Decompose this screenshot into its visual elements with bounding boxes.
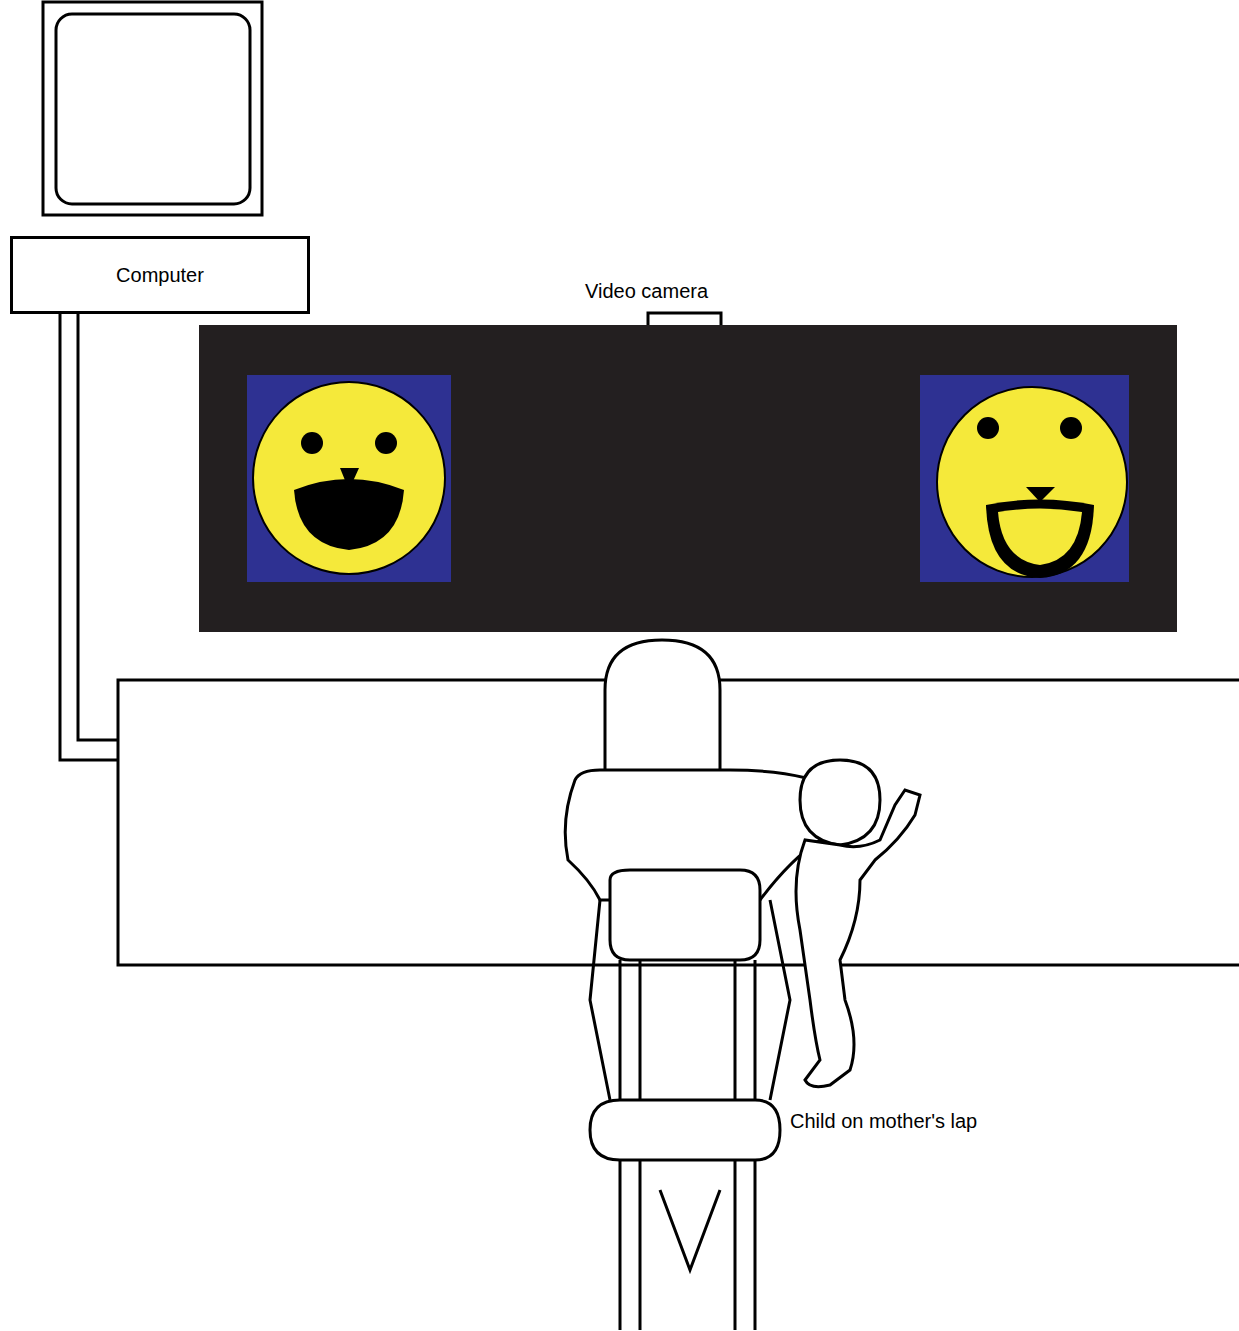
eye [375, 432, 397, 454]
stimulus-square [247, 375, 451, 582]
face [253, 382, 445, 574]
face [937, 387, 1127, 577]
stimulus-square [920, 375, 1129, 582]
chair-back [610, 870, 760, 960]
cable [60, 314, 120, 760]
chair-seat [590, 1100, 780, 1160]
eye [977, 417, 999, 439]
mouth [294, 479, 404, 550]
mother-feet [660, 1190, 720, 1270]
computer-box: Computer [10, 236, 310, 314]
eye [301, 432, 323, 454]
mouth [986, 500, 1094, 579]
display-panel [199, 325, 1177, 632]
monitor-case [43, 2, 262, 215]
eye [1060, 417, 1082, 439]
mouth-inner [998, 509, 1082, 566]
mother-head [605, 640, 720, 780]
child-head [800, 760, 880, 845]
mother-legs [590, 900, 790, 1100]
child-label: Child on mother's lap [788, 1108, 982, 1134]
monitor-screen [56, 14, 250, 204]
camera-label: Video camera [583, 278, 747, 304]
box-label: Computer [116, 263, 204, 287]
child-body [796, 790, 920, 1087]
